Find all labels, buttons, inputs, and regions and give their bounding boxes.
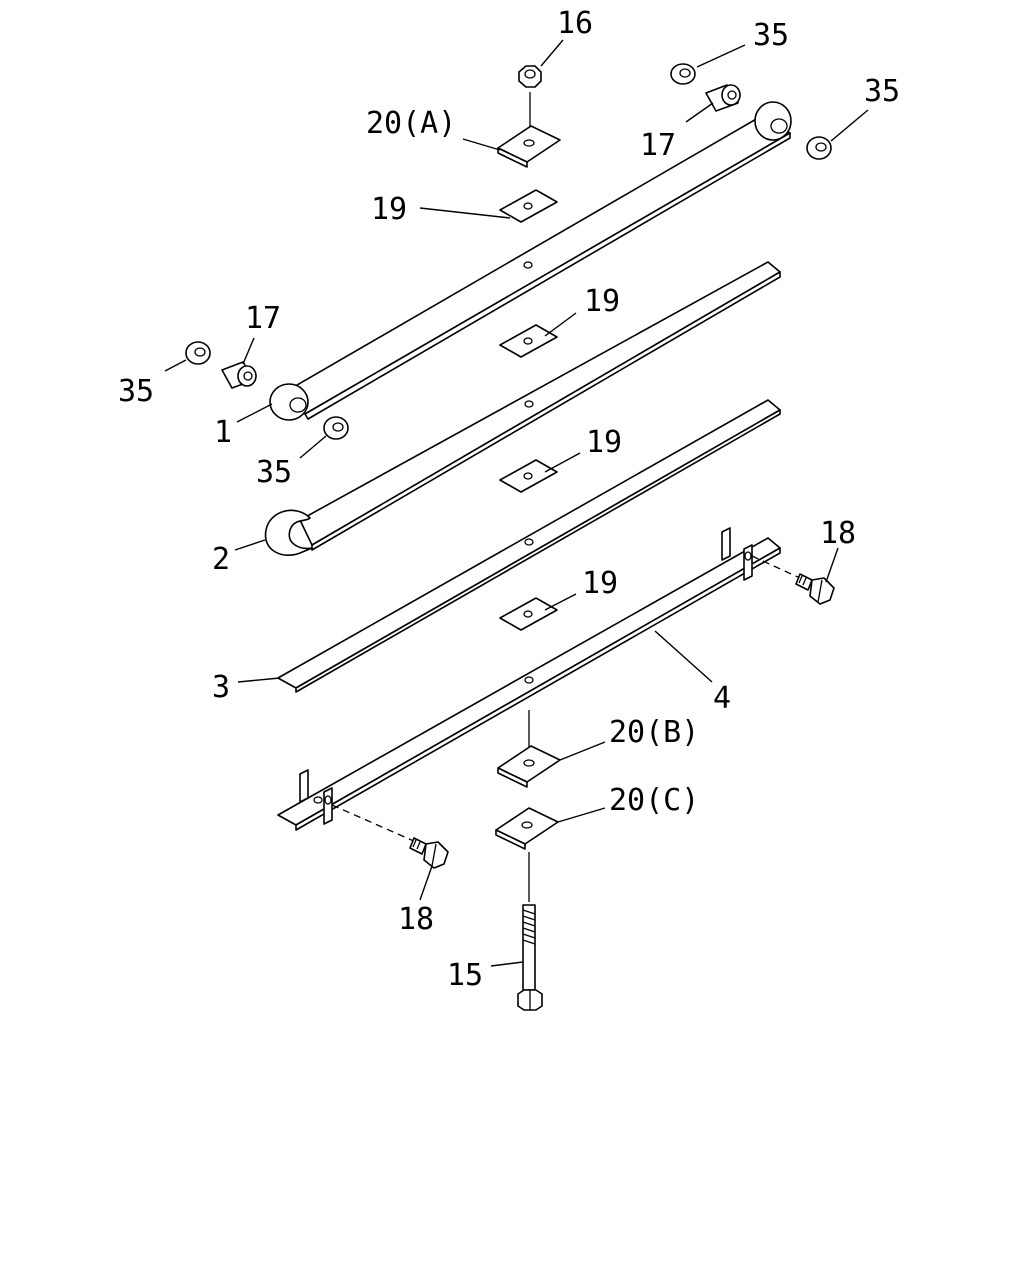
- u-bolt-part: [517, 852, 543, 1011]
- label-part-19-d: 19: [582, 566, 618, 601]
- label-part-20c: 20(C): [609, 783, 699, 818]
- washer-part: [670, 63, 696, 85]
- plate-a-part: [497, 125, 561, 168]
- washer-part: [806, 136, 832, 160]
- leaf-4-part: [277, 527, 781, 831]
- label-part-3: 3: [212, 670, 230, 705]
- washer-part: [323, 416, 349, 440]
- plate-c-part: [495, 807, 559, 850]
- label-part-2: 2: [212, 542, 230, 577]
- label-part-15: 15: [447, 958, 483, 993]
- bushing-part: [705, 84, 741, 112]
- label-part-35-bottom: 35: [256, 455, 292, 490]
- label-part-1: 1: [214, 415, 232, 450]
- liner-part: [499, 324, 558, 358]
- washer-part: [185, 341, 211, 365]
- leader-lines: [164, 39, 869, 967]
- label-part-17-left: 17: [245, 301, 281, 336]
- leaf-2-part: [264, 261, 781, 556]
- liner-part: [499, 597, 558, 631]
- label-part-20b: 20(B): [609, 715, 699, 750]
- label-part-19-a: 19: [371, 192, 407, 227]
- bushing-part: [221, 361, 257, 389]
- leaf-3-part: [277, 399, 781, 693]
- clip-bolt-part: [751, 555, 835, 605]
- label-part-18-left: 18: [398, 902, 434, 937]
- label-part-20a: 20(A): [366, 106, 456, 141]
- label-part-35-right: 35: [864, 74, 900, 109]
- label-part-35-top: 35: [753, 18, 789, 53]
- label-part-35-left: 35: [118, 374, 154, 409]
- leaf-1-part: [269, 101, 792, 421]
- liner-part: [499, 459, 558, 493]
- liner-part: [499, 189, 558, 223]
- label-part-19-b: 19: [584, 284, 620, 319]
- label-part-4: 4: [713, 681, 731, 716]
- label-part-16: 16: [557, 6, 593, 41]
- label-part-18-right: 18: [820, 516, 856, 551]
- label-part-17-top: 17: [640, 128, 676, 163]
- label-part-19-c: 19: [586, 425, 622, 460]
- plate-b-part: [497, 710, 561, 788]
- nut-part: [518, 65, 542, 132]
- part-labels: 16 35 35 20(A) 17 19 17 19 35 1 19 35 18…: [118, 6, 900, 993]
- clip-bolt-part: [331, 804, 449, 869]
